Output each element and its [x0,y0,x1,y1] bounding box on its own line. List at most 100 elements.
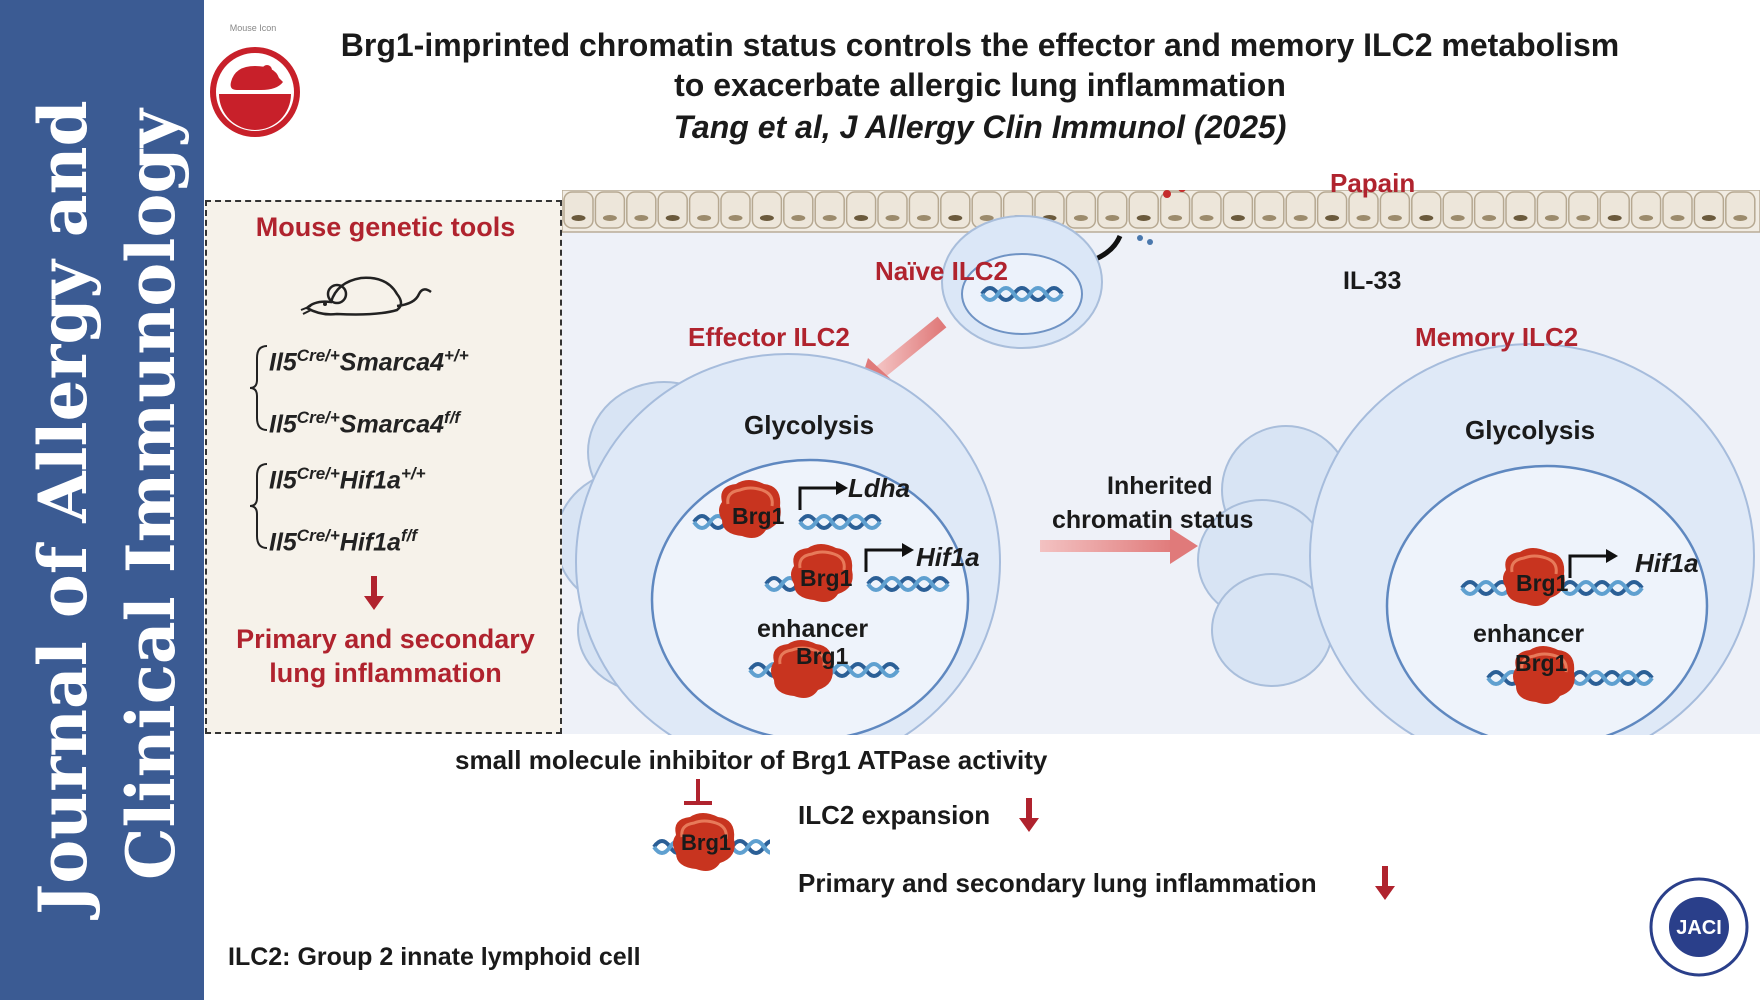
group-brace-icon [249,345,268,431]
mouse-logo-icon: Mouse Icon [210,23,300,137]
journal-sidebar: Journal of Allergy and Clinical Immunolo… [0,0,204,1000]
cell-nucleus [1482,215,1497,221]
cell-nucleus [1670,215,1685,221]
brg1-label: Brg1 [732,503,785,529]
cell-nucleus [791,215,806,221]
epithelium-layer [562,190,1760,233]
papain-label: Papain [1330,168,1416,198]
epithelial-cell [657,191,688,229]
epithelial-cell [1693,191,1725,229]
epithelial-cell [1442,191,1473,229]
journal-name-line2: Clinical Immunology [112,109,190,880]
epithelial-cell [1254,191,1285,229]
epithelial-cell [720,191,751,229]
icon-credit-text: Mouse Icon [230,23,277,33]
genotype-2: Il5Cre/+Smarca4f/f [269,408,461,439]
epithelial-cell [1316,191,1348,229]
memory-glycolysis-label: Glycolysis [1465,415,1596,445]
cell-nucleus [1356,215,1371,221]
cell-nucleus [1073,215,1088,221]
epithelial-cell [845,191,877,229]
inhibition-bar-icon [684,779,712,805]
epithelial-cell [1662,191,1693,229]
cell-nucleus [1733,215,1748,221]
epithelial-cell [626,191,657,229]
epithelial-cell [1222,191,1254,229]
cell-nucleus [634,215,649,221]
diagram-graphics [562,190,1760,735]
epithelial-cell [1348,191,1379,229]
cell-nucleus [1199,215,1214,221]
epithelial-cell [1191,191,1222,229]
epithelial-cell [1568,191,1599,229]
epithelial-cell [1505,191,1536,229]
brg1-label: Brg1 [1515,650,1568,676]
cell-nucleus [1607,215,1622,221]
epithelial-cell [877,191,908,229]
epithelial-cell [1065,191,1097,229]
inherited-label-line2: chromatin status [1052,506,1254,534]
decrease-arrow-icon [1019,798,1039,832]
inhibitor-graphic [652,779,770,873]
cell-nucleus [822,215,837,221]
mouse-genetic-tools-panel: Mouse genetic tools Il5Cre/+Smarca4+/+ I… [205,200,562,734]
naive-ilc2-cell [941,215,1103,349]
cell-nucleus [602,215,617,221]
epithelial-cell [688,191,720,229]
decrease-arrow-icon [1375,866,1395,900]
cell-nucleus [1419,215,1434,221]
epithelial-cell [1599,191,1630,229]
ilc2-expansion-label: ILC2 expansion [798,800,991,830]
cell-nucleus [1450,215,1465,221]
cell-nucleus [1230,215,1245,221]
down-arrow-icon [364,576,384,610]
brg1-label: Brg1 [800,565,853,591]
ldha-gene-label: Ldha [848,473,911,503]
memory-ilc2-label: Memory ILC2 [1415,322,1579,352]
epithelial-cell [594,191,626,229]
memory-ilc2-cell [1197,343,1755,735]
cell-nucleus [979,215,994,221]
il33-dot-icon [1137,235,1143,241]
cell-nucleus [854,215,869,221]
epithelial-cell [563,191,594,229]
epithelial-cell [1128,191,1159,229]
citation: Tang et al, J Allergy Clin Immunol (2025… [673,109,1287,145]
epithelial-cell [940,191,971,229]
journal-name-line1: Journal of Allergy and [24,100,102,915]
jaci-label: JACI [1676,917,1722,939]
epithelial-cell [1630,191,1662,229]
epithelial-cell [1379,191,1411,229]
effector-ilc2-label: Effector ILC2 [688,322,850,352]
effector-glycolysis-label: Glycolysis [744,410,875,440]
epithelial-cell [1411,191,1442,229]
epithelial-cell [1159,191,1191,229]
tools-result-line2: lung inflammation [269,658,502,688]
mouse-sketch-icon [300,276,432,316]
epithelial-cell [908,191,940,229]
epithelial-cell [1536,191,1568,229]
title-line1: Brg1-imprinted chromatin status controls… [340,27,1620,63]
title-line2: to exacerbate allergic lung inflammation [674,67,1286,103]
brg1-label: Brg1 [796,643,849,669]
cell-nucleus [1293,215,1308,221]
epithelial-cell [1725,191,1756,229]
cell-nucleus [1168,215,1183,221]
cell-nucleus [1105,215,1120,221]
il33-dot-icon [1147,239,1153,245]
enhancer-label: enhancer [757,615,869,643]
cell-nucleus [759,215,774,221]
hif1a-gene-label: Hif1a [916,542,980,572]
inherited-status-arrow-icon [1040,528,1198,564]
cell-nucleus [1513,215,1528,221]
cell-nucleus [1387,215,1402,221]
cell-nucleus [1325,215,1340,221]
tools-title: Mouse genetic tools [255,212,516,242]
cell-nucleus [665,215,680,221]
cell-nucleus [1544,215,1559,221]
group-brace-icon [249,463,268,549]
epithelial-cell [1097,191,1128,229]
naive-ilc2-label: Naïve ILC2 [875,256,1008,286]
cell-nucleus [571,215,586,221]
brg1-label: Brg1 [681,830,732,855]
